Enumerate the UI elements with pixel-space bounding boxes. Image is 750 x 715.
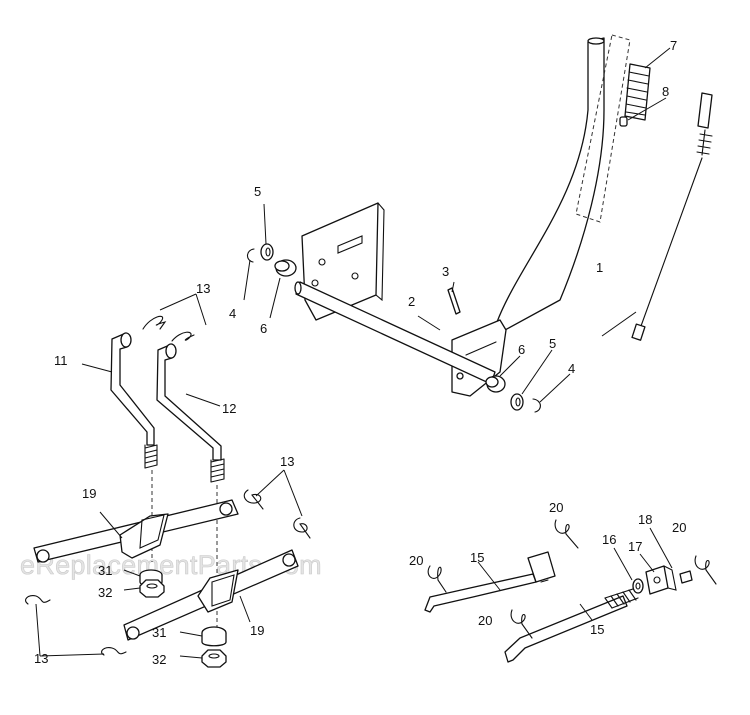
hairpin-clip	[694, 555, 717, 585]
handle-grip-outline	[575, 34, 631, 223]
hairpin-clip	[554, 519, 579, 549]
callout-19: 19	[82, 486, 96, 501]
callout-5: 5	[549, 336, 556, 351]
callout-4: 4	[568, 361, 575, 376]
left-retaining-clip	[246, 248, 255, 263]
callout-20: 20	[409, 553, 423, 568]
nut-lower	[201, 649, 227, 668]
callout-6: 6	[260, 321, 267, 336]
callout-13: 13	[34, 651, 48, 666]
callout-5: 5	[254, 184, 261, 199]
lift-rod	[631, 92, 713, 341]
callout-32: 32	[98, 585, 112, 600]
hairpin-clip	[171, 331, 195, 342]
callout-12: 12	[222, 401, 236, 416]
callout-6: 6	[518, 342, 525, 357]
callout-4: 4	[229, 306, 236, 321]
pin	[447, 287, 461, 315]
lift-arm-lower	[123, 549, 299, 641]
trunnion-block	[645, 565, 677, 595]
callout-1: 1	[596, 260, 603, 275]
hairpin-clip	[427, 565, 447, 593]
hairpin-clip	[510, 609, 533, 639]
right-bushing	[485, 375, 506, 393]
handle-grip	[624, 63, 651, 121]
hairpin-clip	[142, 315, 167, 330]
callout-3: 3	[442, 264, 449, 279]
lift-shaft	[294, 281, 496, 385]
hairpin-clip	[243, 489, 264, 510]
left-bushing	[274, 259, 297, 277]
lift-link-left	[110, 332, 158, 469]
hairpin-clip	[293, 517, 311, 539]
lift-arm-upper	[33, 499, 239, 563]
deck-rod-upper	[424, 551, 556, 613]
callout-31: 31	[98, 563, 112, 578]
callout-11: 11	[54, 353, 68, 368]
callouts: 1 2 3 4 4 5 5 6 6 7 8 11 12 13 13 13 15 …	[34, 38, 686, 667]
callout-32: 32	[152, 652, 166, 667]
deck-rod-lower	[504, 587, 639, 663]
callout-20: 20	[672, 520, 686, 535]
leader-lines	[35, 47, 673, 659]
washer	[632, 578, 644, 594]
callout-15: 15	[590, 622, 604, 637]
callout-17: 17	[628, 539, 642, 554]
nut-upper	[139, 579, 165, 598]
lift-link-right	[156, 343, 225, 483]
callout-7: 7	[670, 38, 677, 53]
callout-18: 18	[638, 512, 652, 527]
spacer-lower	[201, 626, 227, 647]
right-washer	[510, 393, 524, 411]
lift-handle	[451, 37, 605, 397]
hairpin-clip	[101, 647, 127, 656]
callout-15: 15	[470, 550, 484, 565]
callout-31: 31	[152, 625, 166, 640]
callout-20: 20	[478, 613, 492, 628]
callout-19: 19	[250, 623, 264, 638]
callout-8: 8	[662, 84, 669, 99]
callout-13: 13	[280, 454, 294, 469]
callout-16: 16	[602, 532, 616, 547]
hairpin-clip	[25, 595, 51, 605]
trunnion-nut	[679, 570, 693, 584]
callout-2: 2	[408, 294, 415, 309]
screw	[619, 116, 628, 127]
left-washer	[260, 243, 274, 261]
callout-20: 20	[549, 500, 563, 515]
callout-13: 13	[196, 281, 210, 296]
right-retaining-clip	[532, 398, 541, 413]
